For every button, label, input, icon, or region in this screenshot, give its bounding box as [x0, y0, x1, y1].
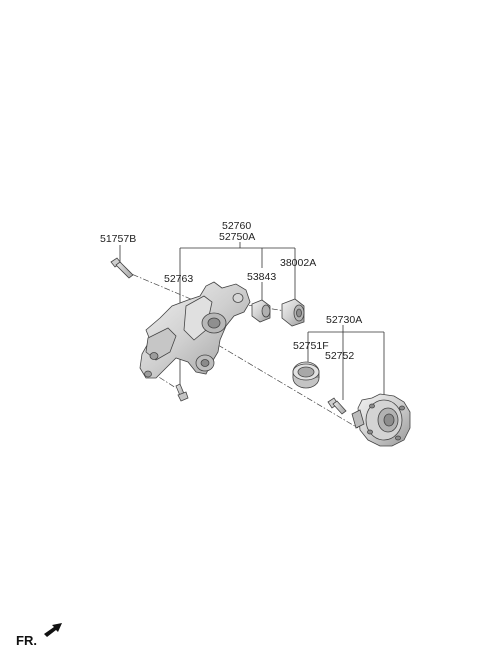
- hub-assembly-52730a: [351, 393, 411, 447]
- bolt-51757b: [110, 257, 134, 279]
- label-52750a: 52750A: [219, 231, 255, 243]
- knuckle-52763: [139, 281, 251, 379]
- front-label: FR.: [16, 633, 37, 648]
- hub-bolt-52752: [327, 397, 347, 415]
- label-52752: 52752: [325, 350, 354, 362]
- label-53843: 53843: [247, 271, 276, 283]
- label-52751f: 52751F: [293, 340, 329, 352]
- label-52760: 52760: [222, 220, 251, 232]
- label-52763: 52763: [164, 273, 193, 285]
- lower-bolt: [175, 383, 189, 402]
- bushing-53843: [251, 299, 271, 323]
- bushing-38002a: [281, 298, 305, 327]
- front-arrow-icon: [44, 623, 62, 637]
- front-direction-marker: FR.: [16, 623, 62, 648]
- label-38002a: 38002A: [280, 257, 316, 269]
- label-51757b: 51757B: [100, 233, 136, 245]
- label-52730a: 52730A: [326, 314, 362, 326]
- seal-52751f: [292, 361, 320, 389]
